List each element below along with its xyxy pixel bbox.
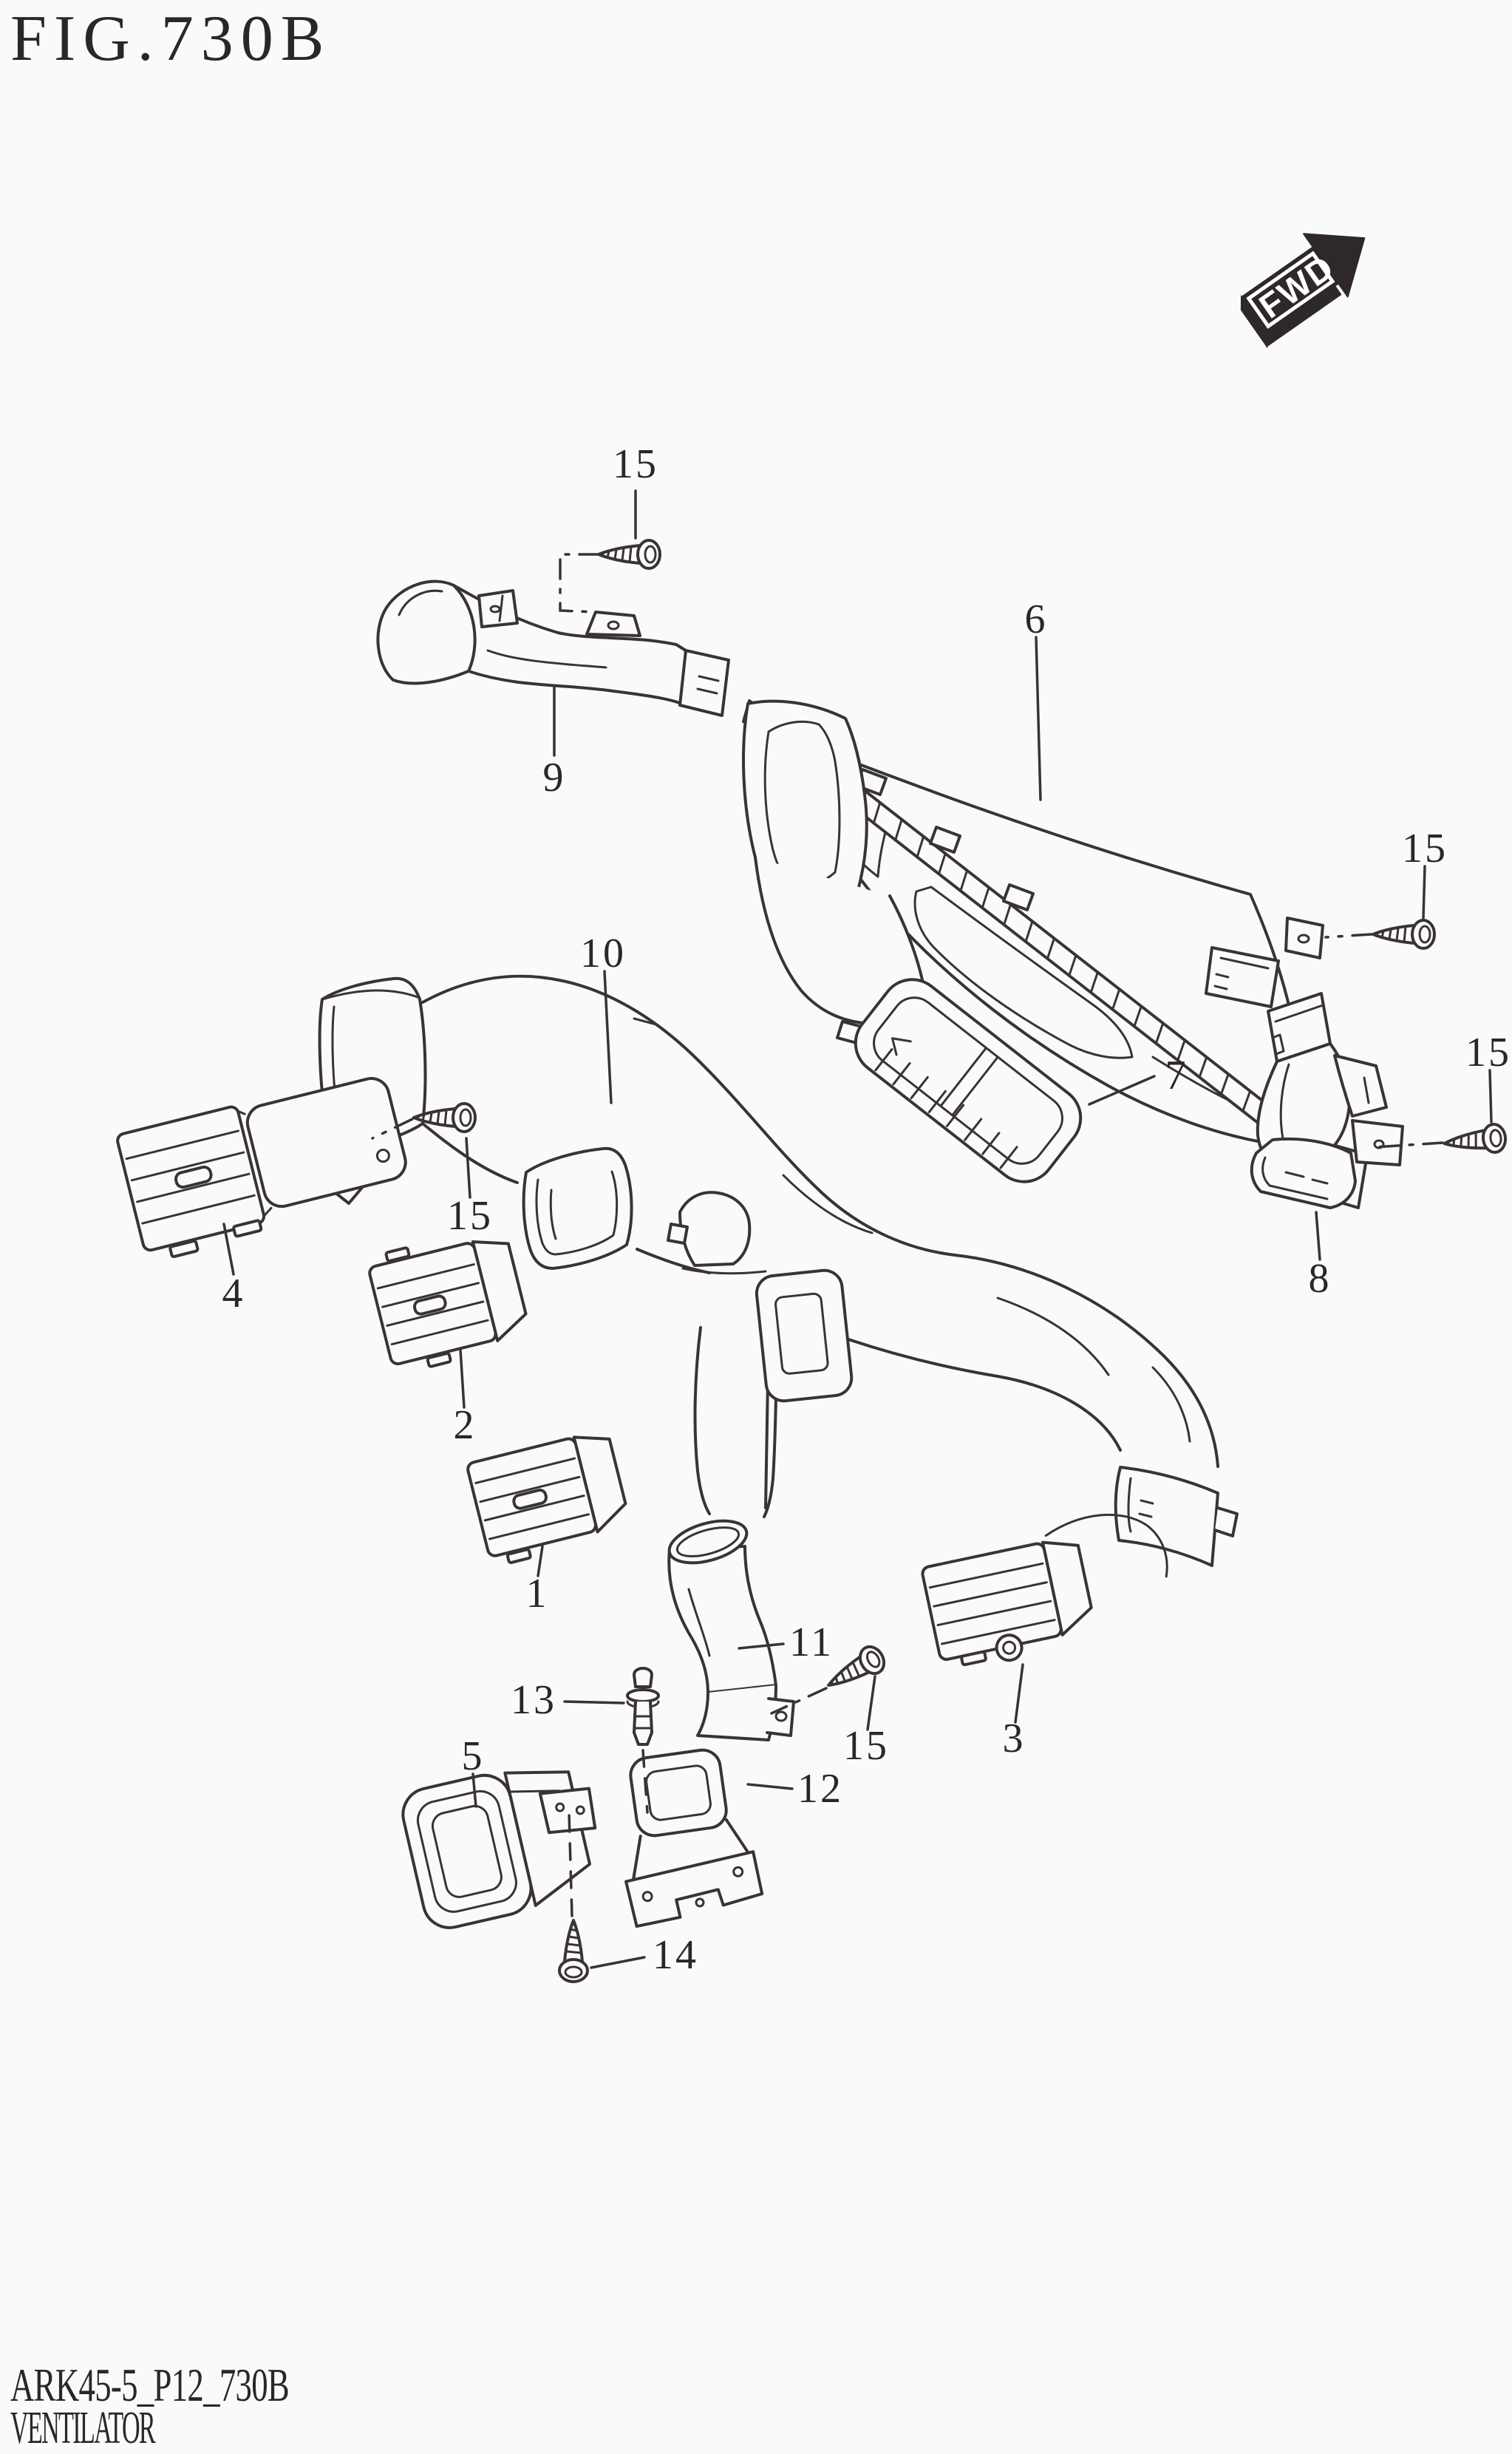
part-callout-7: 7 (1165, 1053, 1188, 1098)
part-callout-15: 15 (1402, 826, 1448, 871)
screw-icon-15-top (597, 539, 661, 570)
part-8-side-duct-right (1250, 992, 1404, 1209)
part-callout-5: 5 (461, 1733, 485, 1779)
fwd-arrow: FWD (1240, 233, 1366, 349)
part-9-side-defroster-duct (376, 579, 730, 717)
part-12-duct-bracket (624, 1748, 764, 1928)
screw-icon-15-right-lower (1441, 1121, 1508, 1160)
part-callout-1: 1 (525, 1571, 549, 1617)
figure-title: FIG.730B (10, 3, 332, 75)
part-6-defroster-duct-assembly (742, 699, 1369, 1209)
part-callout-2: 2 (453, 1402, 477, 1448)
part-callout-6: 6 (1024, 596, 1048, 642)
part-callout-14: 14 (653, 1932, 698, 1978)
screw-icon-14 (558, 1919, 589, 1983)
part-callout-11: 11 (789, 1619, 834, 1665)
part-callout-15: 15 (1465, 1030, 1511, 1075)
part-4-side-vent-left (116, 1077, 407, 1259)
part-2-center-vent-upper (368, 1240, 528, 1368)
leader-lines (222, 489, 1493, 1969)
footer-figure-name: VENTILATOR (10, 2403, 156, 2453)
footer-part-code: ARK45-5_P12_730B (10, 2359, 290, 2411)
grille-vane-hatching (874, 1048, 1018, 1169)
part-13-clip (626, 1667, 660, 1746)
part-7-demister-grille (854, 978, 1083, 1183)
part-callout-8: 8 (1308, 1256, 1332, 1302)
part-1-center-vent-lower (466, 1435, 627, 1564)
part-callout-13: 13 (511, 1677, 556, 1723)
part-callout-15: 15 (843, 1723, 889, 1769)
part-callout-15: 15 (613, 441, 658, 487)
part-5-rear-vent-gasket (401, 1770, 597, 1929)
part-callout-10: 10 (580, 931, 626, 976)
part-11-funnel-duct (667, 1519, 795, 1741)
screw-icon-15-right-upper (1372, 919, 1436, 950)
part-callout-3: 3 (1002, 1716, 1026, 1761)
part-callout-12: 12 (797, 1766, 843, 1812)
part-callout-15: 15 (447, 1193, 493, 1239)
part-callout-4: 4 (222, 1271, 245, 1316)
part-3-side-vent-right (921, 1513, 1168, 1667)
part-callout-9: 9 (542, 755, 566, 801)
